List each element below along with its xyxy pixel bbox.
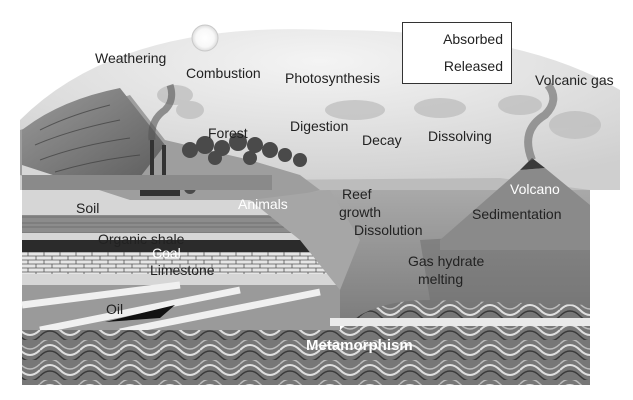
legend-released: Released bbox=[443, 58, 503, 74]
legend: Absorbed Released bbox=[402, 22, 512, 84]
label-sedimentation: Sedimentation bbox=[472, 206, 562, 222]
strata bbox=[21, 130, 340, 336]
volcanic-smoke bbox=[524, 82, 558, 162]
label-limestone: Limestone bbox=[150, 262, 215, 278]
coal-layer bbox=[22, 240, 322, 252]
label-volcano: Volcano bbox=[510, 181, 560, 197]
label-metamorphism: Metamorphism bbox=[306, 337, 413, 354]
legend-absorbed: Absorbed bbox=[443, 31, 503, 47]
label-dissolving: Dissolving bbox=[428, 128, 492, 144]
organic-shale-layer bbox=[22, 215, 302, 233]
label-growth: growth bbox=[339, 204, 382, 220]
label-gas-hydrate: Gas hydrate bbox=[408, 253, 485, 269]
gas-clouds bbox=[157, 85, 601, 139]
volcano-icon bbox=[440, 168, 590, 250]
label-digestion: Digestion bbox=[290, 118, 349, 134]
mountain bbox=[22, 88, 165, 190]
sun-icon bbox=[191, 24, 219, 52]
label-organic-shale: Organic shale bbox=[98, 231, 185, 247]
oil-pocket bbox=[105, 305, 175, 322]
label-dissolution: Dissolution bbox=[354, 222, 423, 238]
label-reef: Reef bbox=[342, 186, 372, 202]
limestone-layer bbox=[22, 252, 332, 274]
reef bbox=[250, 190, 360, 290]
label-volcanic-gas: Volcanic gas bbox=[535, 72, 614, 88]
label-forest: Forest bbox=[208, 125, 248, 141]
label-melting: melting bbox=[418, 271, 464, 287]
label-combustion: Combustion bbox=[186, 65, 261, 81]
white-seam bbox=[330, 318, 590, 326]
label-soil: Soil bbox=[76, 200, 100, 216]
label-animals: Animals bbox=[238, 196, 288, 212]
label-coal: Coal bbox=[152, 245, 181, 261]
label-weathering: Weathering bbox=[95, 50, 167, 66]
soil-layer bbox=[22, 175, 272, 190]
label-photosynthesis: Photosynthesis bbox=[285, 70, 380, 86]
label-decay: Decay bbox=[362, 132, 402, 148]
label-oil: Oil bbox=[106, 301, 124, 317]
